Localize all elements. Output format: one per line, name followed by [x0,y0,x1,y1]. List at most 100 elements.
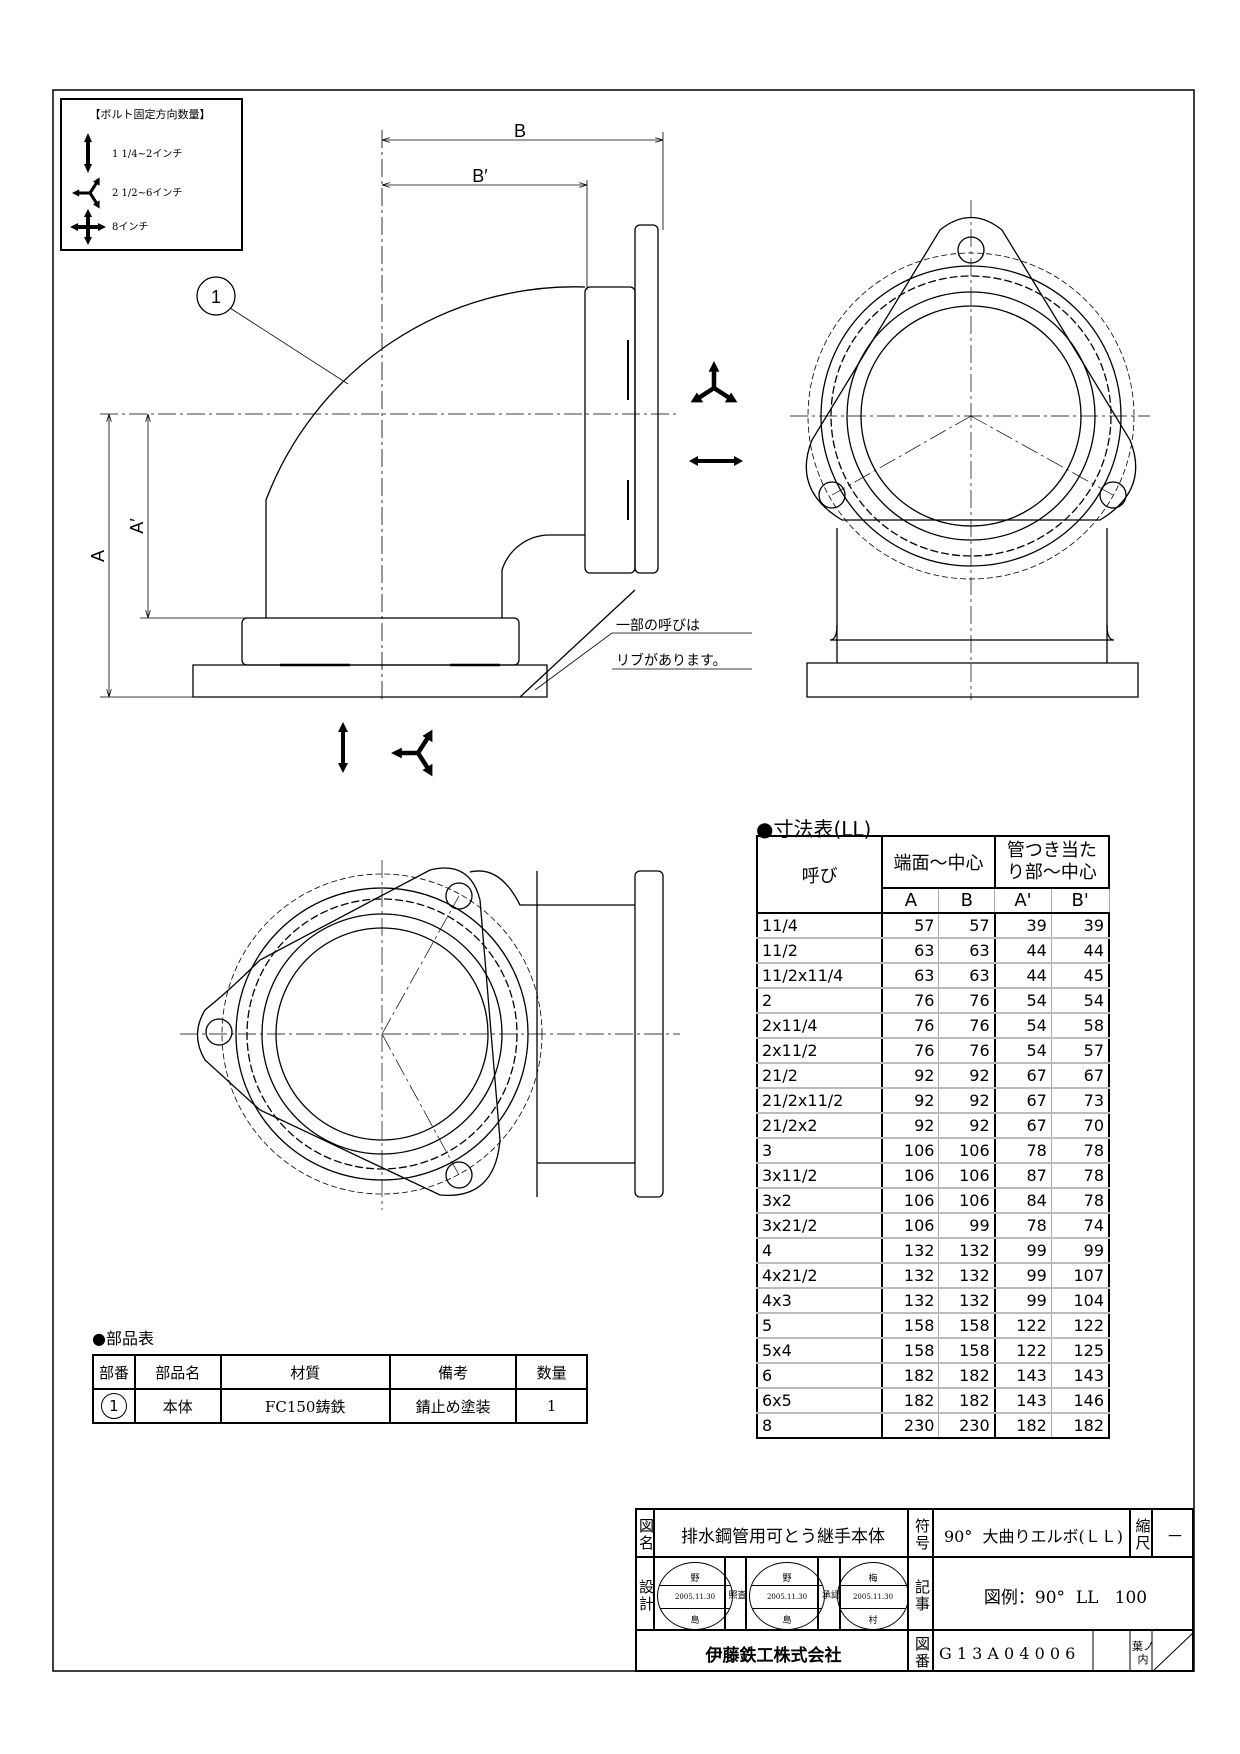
header-b: B [938,887,996,914]
part-number-balloon: 1 [100,1393,127,1419]
a-prime-value: 122 [994,1312,1052,1339]
legend-item-label: 1 1/4~2インチ [112,148,182,160]
nominal-size: 2x11/2 [755,1037,884,1064]
a-value: 92 [881,1062,940,1089]
b-prime-value: 78 [1050,1187,1110,1214]
design-stamp: 野 2005.11.30 島 [657,1562,733,1630]
elbow-side-view [100,130,752,700]
parts-header: 部番 [92,1354,136,1390]
b-value: 63 [938,962,996,989]
a-value: 132 [881,1237,940,1264]
b-value: 182 [938,1387,996,1414]
three-way-arrow-icon [70,175,102,211]
remarks-label: 記事 [914,1577,930,1613]
nominal-size: 21/2 [755,1062,884,1089]
a-value: 230 [881,1412,940,1439]
b-value: 92 [938,1062,996,1089]
b-value: 57 [938,912,996,939]
a-prime-value: 78 [994,1137,1052,1164]
company-name: 伊藤鉄工株式会社 [705,1645,842,1666]
header-end-to-center: 端面～中心 [881,835,996,889]
stamp-name-top: 野 [782,1574,792,1584]
three-way-arrow-icon [691,361,738,402]
b-prime-value: 57 [1050,1037,1110,1064]
a-prime-value: 182 [994,1412,1052,1439]
a-prime-value: 54 [994,1012,1052,1039]
b-prime-value: 104 [1050,1287,1110,1314]
part-material: FC150鋳鉄 [219,1388,391,1424]
part-remarks: 錆止め塗装 [388,1388,518,1424]
sheet-label: 葉ノ内 [1132,1640,1154,1666]
a-prime-value: 44 [994,962,1052,989]
nominal-size: 5 [755,1312,884,1339]
drawing-frame [52,89,1195,1672]
b-value: 132 [938,1237,996,1264]
b-prime-value: 39 [1050,912,1110,939]
drawing-name: 排水鋼管用可とう継手本体 [681,1527,885,1547]
a-prime-value: 54 [994,1037,1052,1064]
b-value: 92 [938,1112,996,1139]
four-way-arrow-icon [70,209,106,245]
nominal-size: 11/4 [755,912,884,939]
b-prime-value: 54 [1050,987,1110,1014]
dimension-label-b-prime: B′ [472,166,488,186]
b-value: 106 [938,1162,996,1189]
parts-table: 部番 部品名 材質 備考 数量 1 本体 FC150鋳鉄 錆止め塗装 1 [92,1354,588,1424]
b-value: 63 [938,937,996,964]
drawing-number-label: 図番 [914,1635,930,1670]
part-balloon-number: 1 [211,287,221,307]
parts-header-row: 部番 部品名 材質 備考 数量 [92,1354,588,1390]
parts-header: 数量 [515,1354,588,1390]
scale-value: － [1166,1527,1184,1547]
stamp-name-top: 梅 [868,1574,878,1584]
b-prime-value: 70 [1050,1112,1110,1139]
check-stamp: 野 2005.11.30 島 [749,1562,825,1630]
stamp-name-bottom: 島 [782,1616,792,1626]
b-value: 132 [938,1262,996,1289]
a-value: 106 [881,1162,940,1189]
a-value: 57 [881,912,940,939]
b-prime-value: 45 [1050,962,1110,989]
check-label: 照査 [728,1590,747,1601]
b-prime-value: 99 [1050,1237,1110,1264]
a-value: 63 [881,937,940,964]
a-prime-value: 99 [994,1262,1052,1289]
scale-label: 縮尺 [1135,1516,1151,1552]
b-prime-value: 73 [1050,1087,1110,1114]
nominal-size: 3x2 [755,1187,884,1214]
part-name: 本体 [133,1388,222,1424]
elbow-bottom-view [180,860,680,1210]
a-value: 76 [881,1012,940,1039]
nominal-size: 3x11/2 [755,1162,884,1189]
nominal-size: 8 [755,1412,884,1439]
b-value: 92 [938,1087,996,1114]
b-prime-value: 107 [1050,1262,1110,1289]
a-value: 76 [881,1037,940,1064]
a-prime-value: 67 [994,1087,1052,1114]
legend-item-label: 8インチ [112,221,148,233]
parts-header: 部品名 [133,1354,222,1390]
design-label: 設計 [638,1577,654,1613]
b-prime-value: 182 [1050,1412,1110,1439]
b-value: 106 [938,1187,996,1214]
a-value: 76 [881,987,940,1014]
nominal-size: 4 [755,1237,884,1264]
remarks: 図例：90° LL 100 [983,1588,1148,1608]
elbow-end-view [790,200,1150,700]
